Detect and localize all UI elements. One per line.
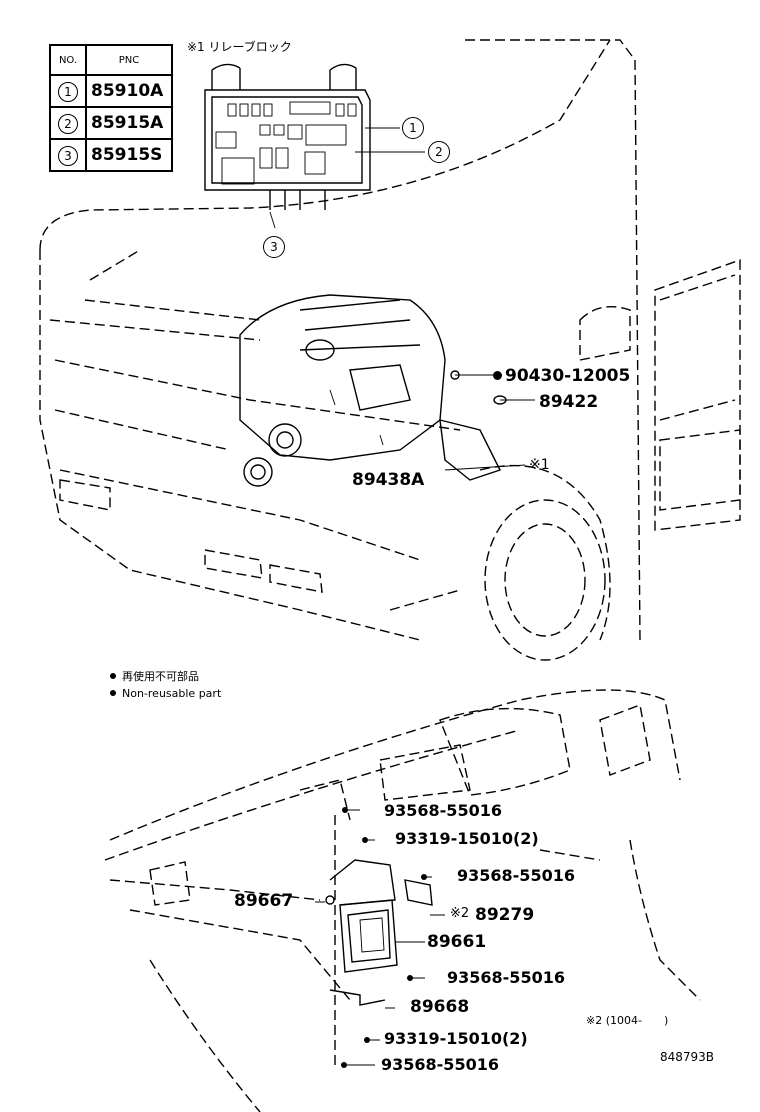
header-no: NO. [49, 44, 87, 76]
part-label-93319-b: 93319-15010(2) [384, 1029, 528, 1048]
ecu-drawing [315, 807, 445, 1070]
part-label-89667: 89667 [234, 891, 294, 911]
relay-block-title: ※1 リレーブロック [187, 40, 292, 54]
row-number: 2 [58, 113, 78, 134]
legend-jp: 再使用不可部品 [110, 670, 199, 684]
legend-en: Non-reusable part [110, 687, 221, 701]
part-label-89279: 89279 [475, 905, 535, 925]
part-label-90430: 90430-12005 [493, 366, 630, 386]
part-label-89438a: 89438A [352, 470, 425, 490]
ref-mark-1: ※1 [529, 457, 550, 473]
header-pnc: PNC [85, 44, 173, 76]
part-label-93568-b: 93568-55016 [457, 866, 575, 885]
drawing-number: 848793B [660, 1050, 715, 1064]
part-label-89668: 89668 [410, 997, 470, 1017]
non-reusable-dot-icon [493, 371, 502, 380]
truck-cab-drawing [39, 39, 741, 661]
footnote: ※2 (1004- ) [586, 1014, 669, 1027]
part-label-93568-c: 93568-55016 [447, 968, 565, 987]
part-label-89661: 89661 [427, 932, 487, 952]
row-pnc: 85915A [85, 106, 173, 140]
relay-block-drawing [204, 63, 425, 229]
row-number: 3 [58, 145, 78, 166]
callout-1: 1 [402, 117, 424, 139]
part-label-93568-d: 93568-55016 [381, 1055, 499, 1074]
table-row: 1 85910A [49, 74, 173, 108]
dashboard-drawing [104, 689, 701, 1112]
row-pnc: 85915S [85, 138, 173, 172]
legend-dot-icon [110, 690, 116, 696]
part-label-93319-a: 93319-15010(2) [395, 829, 539, 848]
callout-2: 2 [428, 141, 450, 163]
engine-drawing [239, 294, 535, 487]
row-number: 1 [58, 81, 78, 102]
pnc-table-header: NO. PNC [49, 44, 173, 76]
legend-dot-icon [110, 673, 116, 679]
table-row: 2 85915A [49, 106, 173, 140]
table-row: 3 85915S [49, 138, 173, 172]
callout-3: 3 [263, 236, 285, 258]
ref-mark-2: ※2 [450, 906, 470, 921]
pnc-table: NO. PNC 1 85910A 2 85915A 3 85915S [49, 44, 173, 172]
part-label-89422: 89422 [539, 392, 599, 412]
row-pnc: 85910A [85, 74, 173, 108]
part-label-93568-a: 93568-55016 [384, 801, 502, 820]
